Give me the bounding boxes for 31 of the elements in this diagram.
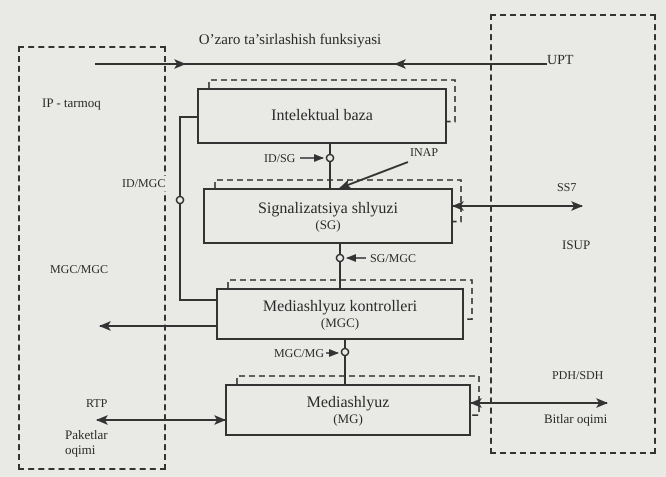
box-abbreviation: (MG)	[333, 412, 363, 426]
protocol-label: INAP	[410, 146, 438, 160]
arrow	[339, 161, 408, 189]
function-label: O’zaro ta’sirlashish funksiyasi	[198, 32, 382, 48]
function-box	[197, 88, 447, 144]
box-abbreviation: (MGC)	[320, 316, 360, 330]
arrow	[394, 59, 547, 69]
box-title: Intelektual baza	[271, 107, 373, 125]
function-line	[185, 32, 395, 65]
connector-line	[339, 244, 341, 288]
arrow	[452, 201, 583, 211]
protocol-label: UPT	[547, 53, 574, 70]
box-title: Mediashlyuz	[306, 394, 390, 412]
arrow	[96, 415, 226, 425]
box-title: Signalizatsiya shlyuzi	[258, 200, 398, 218]
region-label: ISUP	[562, 238, 590, 253]
function-box	[216, 288, 464, 340]
function-box	[225, 384, 471, 436]
region-label: Bitlar oqimi	[544, 412, 608, 427]
region-label: Paketlar oqimi	[65, 428, 109, 458]
arrow	[95, 59, 186, 69]
function-box	[203, 188, 453, 244]
arrow	[99, 321, 216, 331]
connector-line	[344, 340, 346, 384]
box-title: Mediashlyuz kontrolleri	[262, 298, 418, 316]
box-abbreviation: (SG)	[315, 218, 341, 232]
connector-line	[329, 144, 331, 188]
edge-label: ID/MGC	[120, 176, 168, 191]
region-label: IP - tarmoq	[42, 96, 102, 111]
arrow	[470, 398, 608, 408]
connector-line	[179, 116, 216, 301]
